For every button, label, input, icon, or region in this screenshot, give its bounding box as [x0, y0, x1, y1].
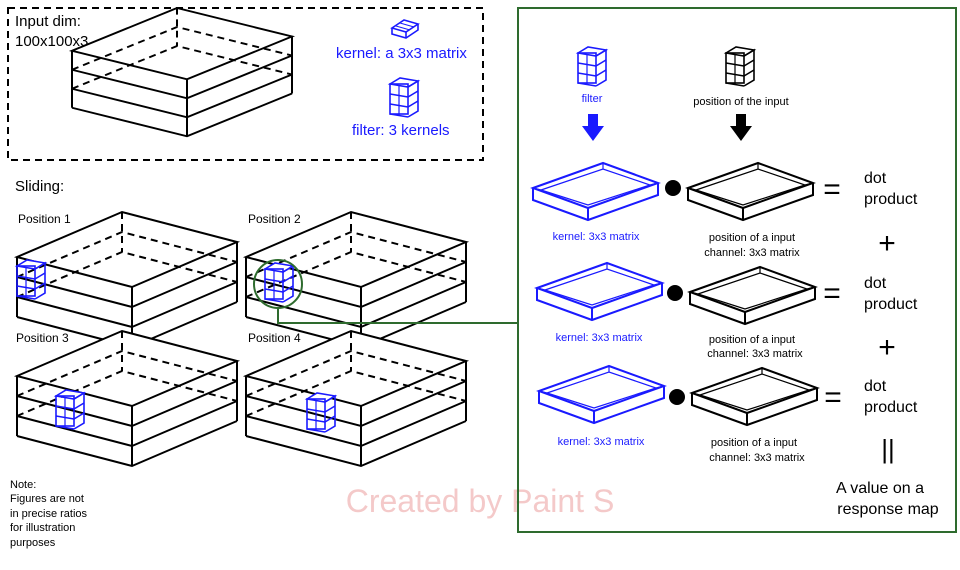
equals-sign: =	[823, 173, 841, 206]
position-4-volume	[245, 330, 467, 467]
filter-icon	[389, 77, 419, 118]
black-down-arrow-icon	[730, 114, 752, 141]
row-1-input-label-line1: position of a input	[709, 232, 795, 244]
detail-panel	[517, 7, 957, 533]
position-2-volume	[245, 211, 467, 348]
plus-sign: +	[878, 331, 896, 364]
dot-operator-icon	[665, 180, 681, 196]
row-2-kernel-label: kernel: 3x3 matrix	[556, 332, 643, 344]
row-2-input-slab	[689, 266, 816, 325]
position-2-label: Position 2	[248, 212, 301, 226]
note-line: Figures are not	[10, 493, 84, 505]
detail-input-position-label: position of the input	[693, 96, 788, 108]
row-1-kernel-label: kernel: 3x3 matrix	[553, 231, 640, 243]
row-3-input-label-line2: channel: 3x3 matrix	[709, 452, 805, 464]
note-line: for illustration	[10, 522, 75, 534]
kernel-icon	[390, 19, 420, 39]
row-3-kernel-slab	[538, 365, 665, 424]
position-1-volume	[16, 211, 238, 348]
zoom-connector	[277, 308, 518, 324]
row-3-input-label-line1: position of a input	[711, 437, 797, 449]
row-1-input-label-line2: channel: 3x3 matrix	[704, 247, 800, 259]
row-1-dot-label: dot	[864, 170, 887, 187]
result-label-line1: A value on a	[836, 480, 924, 497]
equals-sign: =	[823, 277, 841, 310]
input-dim-frame	[7, 7, 484, 161]
result-label-line2: response map	[837, 501, 938, 518]
note-line: in precise ratios	[10, 508, 88, 520]
row-2-product-label: product	[864, 296, 918, 313]
row-3-kernel-label: kernel: 3x3 matrix	[558, 436, 645, 448]
sliding-title: Sliding:	[15, 178, 64, 195]
position-3-volume	[16, 330, 238, 467]
detail-input-position-icon	[725, 46, 755, 87]
position-3-label: Position 3	[16, 331, 69, 345]
input-volume	[71, 7, 293, 138]
row-2-input-label-line2: channel: 3x3 matrix	[707, 348, 803, 360]
row-3-product-label: product	[864, 399, 918, 416]
watermark-text: Created by Paint S	[346, 483, 615, 519]
row-3-input-slab	[691, 367, 818, 426]
result-equals-sign: ||	[881, 434, 895, 464]
row-1-kernel-slab	[532, 162, 659, 221]
note-line: purposes	[10, 537, 56, 549]
equals-sign: =	[824, 381, 842, 414]
row-1-input-slab	[687, 162, 814, 221]
detail-filter-label: filter	[582, 93, 603, 105]
row-1-product-label: product	[864, 191, 918, 208]
position-1-filter	[16, 259, 46, 300]
kernel-label: kernel: a 3x3 matrix	[336, 45, 467, 62]
row-2-kernel-slab	[536, 262, 663, 321]
dot-operator-icon	[667, 285, 683, 301]
note-line: Note:	[10, 479, 36, 491]
dot-operator-icon	[669, 389, 685, 405]
input-dim-title: Input dim:	[15, 13, 81, 30]
position-4-label: Position 4	[248, 331, 301, 345]
row-2-dot-label: dot	[864, 275, 887, 292]
row-3-dot-label: dot	[864, 378, 887, 395]
detail-filter-icon	[577, 46, 607, 87]
position-1-label: Position 1	[18, 212, 71, 226]
blue-down-arrow-icon	[582, 114, 604, 141]
note: Note: Figures are not in precise ratios …	[10, 479, 88, 549]
input-dim-value: 100x100x3	[15, 33, 88, 50]
filter-label: filter: 3 kernels	[352, 122, 450, 139]
row-2-input-label-line1: position of a input	[709, 334, 795, 346]
plus-sign: +	[878, 227, 896, 260]
